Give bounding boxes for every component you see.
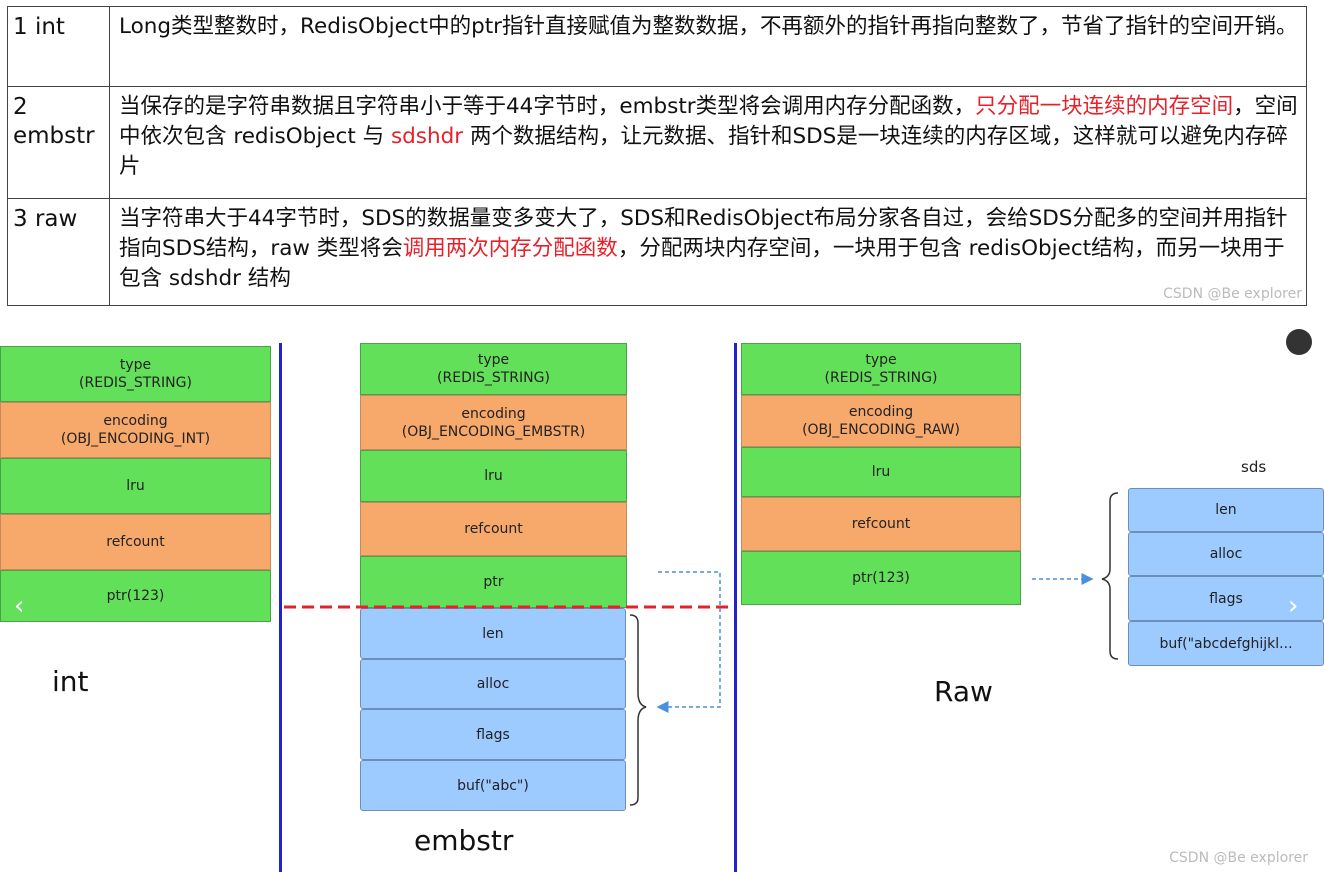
field-name: type [119, 357, 152, 373]
row-description: 当字符串大于44字节时，SDS的数据量变多变大了，SDS和RedisObject… [110, 199, 1306, 305]
field-value: (OBJ_ENCODING_INT) [60, 431, 211, 447]
embstr-ptr-arrow [656, 571, 721, 713]
field-alloc: alloc [360, 659, 626, 709]
field-flags: flags [1128, 576, 1324, 621]
highlight-text: 调用两次内存分配函数 [402, 236, 618, 261]
description-text: 当字符串大于44字节时，SDS的数据量变多变大了，SDS和RedisObject… [119, 206, 1288, 261]
field-ptr-123: ptr(123) [0, 570, 271, 622]
row-key: 1 int [8, 7, 110, 86]
field-type: type (REDIS_STRING) [0, 346, 271, 402]
table-row-raw: 3 raw 当字符串大于44字节时，SDS的数据量变多变大了，SDS和Redis… [8, 199, 1306, 305]
field-refcount: refcount [0, 514, 271, 570]
field-lru: lru [360, 450, 627, 502]
field-name: ptr(123) [106, 588, 165, 604]
field-encoding: encoding (OBJ_ENCODING_RAW) [741, 395, 1021, 447]
watermark: CSDN @Be explorer [1163, 286, 1302, 302]
field-name: len [1215, 502, 1237, 518]
field-type: type (REDIS_STRING) [360, 343, 627, 395]
field-lru: lru [0, 458, 271, 514]
field-name: alloc [476, 676, 510, 692]
field-value: (OBJ_ENCODING_RAW) [802, 422, 960, 438]
field-name: encoding [461, 405, 526, 422]
field-value: (OBJ_ENCODING_EMBSTR) [401, 423, 586, 440]
description-text: 两个数据结构，让元数据、指针和SDS是一块连续的内存区域，这样就可以避免内存碎片 [119, 124, 1288, 179]
int-redisobject: type (REDIS_STRING) encoding (OBJ_ENCODING_… [0, 346, 271, 622]
row-description: 当保存的是字符串数据且字符串小于等于44字节时，embstr类型将会调用内存分配… [110, 87, 1306, 198]
field-name: flags [1209, 590, 1243, 607]
field-name: flags [476, 726, 510, 743]
field-name: lru [484, 468, 503, 484]
raw-label: Raw [934, 675, 993, 708]
embstr-redisobject: type (REDIS_STRING) encoding(OBJ_ENCODING_… [360, 343, 627, 608]
divider-right [734, 343, 737, 872]
field-name: alloc [1209, 546, 1243, 562]
field-value: (REDIS_STRING) [79, 375, 192, 391]
raw-sds: len alloc flags buf("abcdefghijkl... [1128, 488, 1324, 666]
field-name: lru [871, 464, 891, 480]
field-name: ptr(123) [852, 570, 910, 586]
field-name: buf("abc") [457, 777, 529, 794]
field-ptr-123: ptr(123) [741, 551, 1021, 605]
field-name: refcount [851, 516, 911, 532]
field-ptr: ptr [360, 556, 627, 608]
field-len: len [1128, 488, 1324, 532]
description-text: ，分配两块内存空间，一块用于包含 redisObject结构，而另一块用于包含 … [119, 236, 1285, 291]
embstr-label: embstr [414, 824, 514, 857]
field-name: type [477, 352, 510, 368]
field-name: buf("abcdefghijkl... [1159, 635, 1293, 652]
highlight-text: sdshdr [390, 124, 464, 149]
field-name: len [482, 625, 504, 642]
table-row-embstr: 2 embstr 当保存的是字符串数据且字符串小于等于44字节时，embstr类… [8, 87, 1306, 199]
field-value: (REDIS_STRING) [437, 370, 550, 386]
highlight-text: 只分配一块连续的内存空间 [975, 94, 1234, 119]
divider-left [279, 343, 282, 872]
field-name: type [865, 352, 897, 368]
field-name: encoding [103, 413, 168, 429]
next-arrow-icon[interactable]: › [1288, 591, 1299, 621]
watermark: CSDN @Be explorer [1169, 850, 1308, 866]
diagram-connectors [284, 492, 1119, 806]
comparison-table: 1 int Long类型整数时，RedisObject中的ptr指针直接赋值为整… [7, 6, 1307, 306]
raw-redisobject: type (REDIS_STRING) encoding (OBJ_ENCODING_… [741, 343, 1021, 605]
field-buf-abcdefghijkl: buf("abcdefghijkl... [1128, 621, 1324, 666]
field-refcount: refcount [741, 497, 1021, 551]
row-key: 2 embstr [8, 87, 110, 198]
field-name: ptr [483, 574, 504, 590]
sds-label: sds [1241, 458, 1267, 476]
row-key: 3 raw [8, 199, 110, 305]
field-encoding: encoding (OBJ_ENCODING_INT) [0, 402, 271, 458]
field-name: encoding [848, 404, 914, 420]
description-text: Long类型整数时，RedisObject中的ptr指针直接赋值为整数数据，不再… [119, 14, 1298, 39]
field-name: refcount [106, 534, 165, 550]
field-type: type (REDIS_STRING) [741, 343, 1021, 395]
field-name: refcount [464, 521, 523, 537]
field-buf-abc: buf("abc") [360, 760, 626, 811]
field-name: lru [126, 478, 145, 494]
description-text: 当保存的是字符串数据且字符串小于等于44字节时，embstr类型将会调用内存分配… [119, 94, 976, 119]
close-dot-icon[interactable] [1286, 329, 1312, 355]
int-label: int [52, 665, 89, 698]
field-lru: lru [741, 447, 1021, 497]
description-text: ，空间中依次包含 redisObject 与 [119, 94, 1298, 149]
field-value: (REDIS_STRING) [824, 370, 938, 386]
field-refcount: refcount [360, 502, 627, 556]
field-flags: flags [360, 709, 626, 760]
embstr-sds: len alloc flags buf("abc") [360, 608, 626, 811]
row-description: Long类型整数时，RedisObject中的ptr指针直接赋值为整数数据，不再… [110, 7, 1306, 86]
prev-arrow-icon[interactable]: ‹ [14, 591, 25, 621]
embstr-sds-brace [629, 614, 647, 806]
field-encoding: encoding(OBJ_ENCODING_EMBSTR) [360, 395, 627, 450]
table-row-int: 1 int Long类型整数时，RedisObject中的ptr指针直接赋值为整… [8, 7, 1306, 87]
encoding-diagram: type(REDIS_STRING)encoding(OBJ_ENCODING_… [0, 329, 1324, 872]
raw-sds-brace [1101, 492, 1119, 660]
field-alloc: alloc [1128, 532, 1324, 576]
